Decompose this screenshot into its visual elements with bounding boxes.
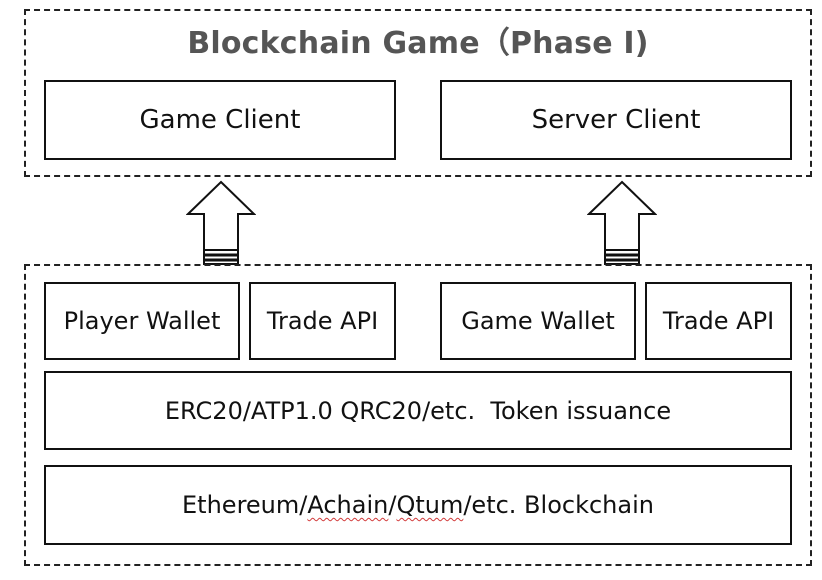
server-client-box: Server Client bbox=[440, 80, 792, 160]
diagram-title: Blockchain Game（Phase I) bbox=[187, 26, 649, 61]
game-wallet-box: Game Wallet bbox=[440, 282, 636, 360]
token-issuance-layer: ERC20/ATP1.0 QRC20/etc. Token issuance bbox=[44, 371, 792, 450]
game-layer-panel bbox=[24, 9, 812, 177]
game-client-label: Game Client bbox=[139, 105, 301, 135]
blockchain-label-ethereum: Ethereum/ bbox=[182, 491, 308, 519]
blockchain-layer-panel bbox=[24, 264, 812, 566]
player-wallet-label: Player Wallet bbox=[63, 307, 221, 335]
blockchain-label: Ethereum/Achain/Qtum/etc. Blockchain bbox=[182, 491, 654, 519]
game-wallet-label: Game Wallet bbox=[461, 307, 615, 335]
trade-api-label-right: Trade API bbox=[662, 307, 775, 335]
game-client-box: Game Client bbox=[44, 80, 396, 160]
player-wallet-box: Player Wallet bbox=[44, 282, 240, 360]
blockchain-label-slash: / bbox=[388, 491, 397, 519]
token-issuance-label: ERC20/ATP1.0 QRC20/etc. Token issuance bbox=[164, 396, 672, 425]
trade-api-box-left: Trade API bbox=[249, 282, 396, 360]
server-client-label: Server Client bbox=[531, 105, 701, 135]
up-arrow-icon bbox=[587, 180, 657, 265]
blockchain-label-qtum: Qtum bbox=[396, 491, 464, 519]
blockchain-label-rest: /etc. Blockchain bbox=[463, 491, 654, 519]
trade-api-box-right: Trade API bbox=[645, 282, 792, 360]
blockchain-layer: Ethereum/Achain/Qtum/etc. Blockchain bbox=[44, 465, 792, 545]
trade-api-label-left: Trade API bbox=[266, 307, 379, 335]
up-arrow-icon bbox=[186, 180, 256, 265]
blockchain-label-achain: Achain bbox=[307, 491, 389, 519]
